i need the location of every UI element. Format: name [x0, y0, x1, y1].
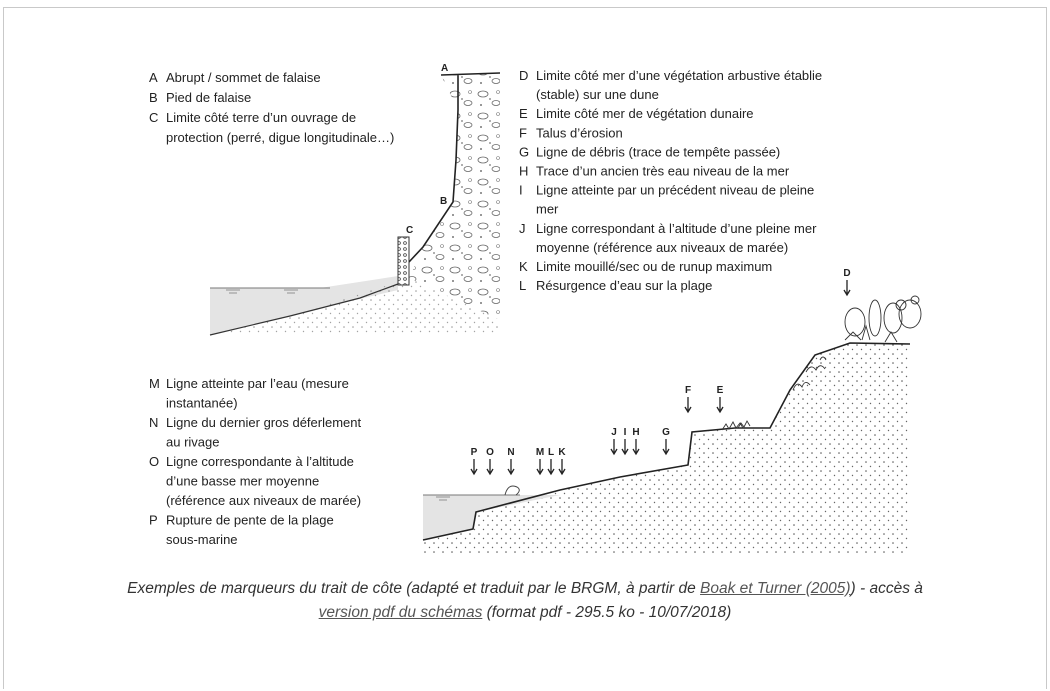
legend-right-key: K [519, 259, 528, 274]
caption-link-pdf[interactable]: version pdf du schémas [318, 604, 483, 621]
legend-right-key: I [519, 183, 523, 198]
legend-right-text: (stable) sur une dune [536, 87, 659, 102]
legend-right-text: Ligne atteinte par un précédent niveau d… [536, 183, 814, 198]
beach-marker-label: K [558, 447, 566, 458]
arrow-down-icon [610, 439, 618, 456]
legend-right-key: F [519, 125, 527, 140]
legend-beach-text: au rivage [166, 435, 219, 450]
legend-right-text: Résurgence d’eau sur la plage [536, 278, 712, 293]
legend-right-key: D [519, 68, 528, 83]
arrow-down-icon [843, 280, 851, 297]
cliff-marker: C [406, 225, 413, 236]
beach-diagram [422, 295, 922, 555]
legend-beach-text: Rupture de pente de la plage [166, 513, 334, 528]
beach-marker-label: D [843, 268, 850, 279]
arrow-down-icon [632, 439, 640, 456]
legend-cliff-key: A [149, 70, 158, 85]
legend-cliff-text: Limite côté terre d’un ouvrage de [166, 110, 356, 125]
caption-text: ) - accès à [850, 580, 923, 597]
legend-right-text: Limite côté mer de végétation dunaire [536, 106, 754, 121]
cliff-diagram: A B C [209, 63, 501, 336]
legend-right-text: Trace d’un ancien très eau niveau de la … [536, 164, 790, 179]
legend-cliff-key: B [149, 90, 158, 105]
figure-frame [3, 7, 1047, 689]
arrow-down-icon [558, 459, 566, 476]
beach-marker-label: M [536, 447, 544, 458]
legend-right-text: Talus d’érosion [536, 125, 623, 140]
caption-link-source[interactable]: Boak et Turner (2005) [700, 580, 851, 597]
arrow-down-icon [536, 459, 544, 476]
legend-right-text: Ligne de débris (trace de tempête passée… [536, 144, 780, 159]
beach-marker-label: E [717, 385, 724, 396]
beach-marker-label: G [662, 427, 670, 438]
cliff-marker: B [440, 196, 447, 207]
legend-beach-text: d’une basse mer moyenne [166, 474, 319, 489]
beach-marker-label: H [632, 427, 639, 438]
legend-right-key: G [519, 144, 529, 159]
beach-marker-label: L [548, 447, 554, 458]
legend-right-key: H [519, 164, 528, 179]
legend-cliff-text: Pied de falaise [166, 90, 251, 105]
arrow-down-icon [470, 459, 478, 476]
cliff-marker: A [441, 63, 448, 74]
figure-caption: Exemples de marqueurs du trait de côte (… [20, 577, 1030, 625]
legend-beach-text: Ligne atteinte par l’eau (mesure [166, 376, 349, 391]
legend-cliff-key: C [149, 110, 158, 125]
legend-beach-key: O [149, 454, 159, 469]
beach-marker-label: F [685, 385, 691, 396]
legend-beach-key: M [149, 376, 160, 391]
arrow-down-icon [662, 439, 670, 456]
legend-right-key: J [519, 221, 526, 236]
beach-marker-label: O [486, 447, 494, 458]
caption-text: Exemples de marqueurs du trait de côte (… [127, 580, 701, 597]
beach-marker-label: P [471, 447, 478, 458]
legend-cliff-text: protection (perré, digue longitudinale…) [166, 130, 394, 145]
legend-right-text: mer [536, 202, 559, 217]
legend-right-key: E [519, 106, 528, 121]
legend-right-text: Limite mouillé/sec ou de runup maximum [536, 259, 772, 274]
legend-right-text: Ligne correspondant à l’altitude d’une p… [536, 221, 817, 236]
arrow-down-icon [621, 439, 629, 456]
legend-beach-key: P [149, 513, 158, 528]
legend-beach-text: Ligne du dernier gros déferlement [166, 415, 362, 430]
legend-cliff-text: Abrupt / sommet de falaise [166, 70, 321, 85]
legend-beach-text: (référence aux niveaux de marée) [166, 493, 361, 508]
legend-right-text: moyenne (référence aux niveaux de marée) [536, 240, 788, 255]
arrow-down-icon [486, 459, 494, 476]
beach-marker-label: N [507, 447, 514, 458]
caption-text: (format pdf - 295.5 ko - 10/07/2018) [482, 604, 732, 621]
legend-right-key: L [519, 278, 526, 293]
beach-marker-label: J [611, 427, 617, 438]
legend-right-text: Limite côté mer d’une végétation arbusti… [536, 68, 822, 83]
legend-beach-text: instantanée) [166, 396, 238, 411]
arrow-down-icon [684, 397, 692, 414]
arrow-down-icon [547, 459, 555, 476]
beach-marker-label: I [624, 427, 627, 438]
arrow-down-icon [507, 459, 515, 476]
arrow-down-icon [716, 397, 724, 414]
legend-beach-key: N [149, 415, 158, 430]
legend-beach-text: Ligne correspondante à l’altitude [166, 454, 354, 469]
legend-beach-text: sous-marine [166, 532, 238, 547]
